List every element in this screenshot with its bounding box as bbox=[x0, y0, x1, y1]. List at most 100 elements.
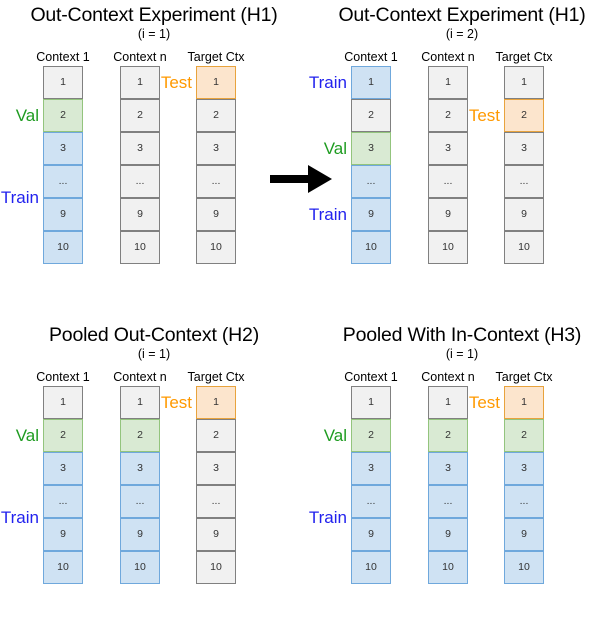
cell[interactable]: 3 bbox=[428, 452, 468, 485]
cell[interactable]: 2 bbox=[196, 99, 236, 132]
cell[interactable]: 1 bbox=[504, 66, 544, 99]
cell[interactable]: 1 bbox=[196, 66, 236, 99]
cell[interactable]: 10 bbox=[504, 551, 544, 584]
cell[interactable]: 2 bbox=[428, 419, 468, 452]
cell[interactable]: 1 bbox=[351, 386, 391, 419]
cell[interactable]: 10 bbox=[120, 231, 160, 264]
cell[interactable]: 10 bbox=[504, 231, 544, 264]
train-label: Train bbox=[308, 508, 347, 527]
cell[interactable]: 2 bbox=[196, 419, 236, 452]
cell[interactable]: ... bbox=[351, 485, 391, 518]
cell[interactable]: 9 bbox=[351, 518, 391, 551]
train-label: Train bbox=[0, 188, 39, 207]
test-label: Test bbox=[468, 392, 500, 412]
cell[interactable]: 10 bbox=[196, 551, 236, 584]
cell[interactable]: 9 bbox=[120, 518, 160, 551]
cell[interactable]: 9 bbox=[504, 198, 544, 231]
cell[interactable]: ... bbox=[120, 485, 160, 518]
cell[interactable]: ... bbox=[428, 485, 468, 518]
cell[interactable]: 2 bbox=[351, 419, 391, 452]
column-header: Target Ctx bbox=[495, 370, 553, 384]
cell[interactable]: 1 bbox=[428, 66, 468, 99]
cell[interactable]: 10 bbox=[120, 551, 160, 584]
cell[interactable]: 3 bbox=[43, 132, 83, 165]
cell[interactable]: ... bbox=[428, 165, 468, 198]
cell[interactable]: ... bbox=[504, 165, 544, 198]
cell[interactable]: 9 bbox=[351, 198, 391, 231]
cell[interactable]: ... bbox=[120, 165, 160, 198]
cell[interactable]: 3 bbox=[351, 452, 391, 485]
panel-subtitle: (i = 1) bbox=[137, 347, 171, 361]
cell[interactable]: 1 bbox=[351, 66, 391, 99]
cell[interactable]: 2 bbox=[120, 419, 160, 452]
cell[interactable]: 10 bbox=[351, 551, 391, 584]
cell[interactable]: 10 bbox=[428, 231, 468, 264]
cell[interactable]: ... bbox=[43, 485, 83, 518]
cell[interactable]: 1 bbox=[196, 386, 236, 419]
cell[interactable]: 2 bbox=[43, 419, 83, 452]
cell[interactable]: 10 bbox=[43, 551, 83, 584]
cell[interactable]: 9 bbox=[196, 518, 236, 551]
cell[interactable]: ... bbox=[504, 485, 544, 518]
cell[interactable]: 9 bbox=[428, 198, 468, 231]
cell[interactable]: 2 bbox=[504, 99, 544, 132]
cell[interactable]: 9 bbox=[120, 198, 160, 231]
panel-subtitle: (i = 1) bbox=[137, 27, 171, 41]
cell[interactable]: 1 bbox=[43, 66, 83, 99]
cell[interactable]: 1 bbox=[428, 386, 468, 419]
cell[interactable]: ... bbox=[196, 165, 236, 198]
test-label: Test bbox=[160, 72, 192, 92]
cell[interactable]: 3 bbox=[196, 132, 236, 165]
cell[interactable]: 3 bbox=[196, 452, 236, 485]
cell[interactable]: ... bbox=[351, 165, 391, 198]
panel-title: Out-Context Experiment (H1) bbox=[338, 4, 586, 26]
cell[interactable]: 9 bbox=[43, 198, 83, 231]
cell[interactable]: 10 bbox=[196, 231, 236, 264]
cell[interactable]: 3 bbox=[120, 132, 160, 165]
cell[interactable]: ... bbox=[43, 165, 83, 198]
cell[interactable]: 9 bbox=[43, 518, 83, 551]
cell[interactable]: 1 bbox=[504, 386, 544, 419]
cell[interactable]: 10 bbox=[43, 231, 83, 264]
train-label: Train bbox=[308, 72, 347, 92]
cell[interactable]: ... bbox=[196, 485, 236, 518]
cell[interactable]: 9 bbox=[428, 518, 468, 551]
cell[interactable]: 1 bbox=[120, 66, 160, 99]
cell[interactable]: 1 bbox=[43, 386, 83, 419]
panel-title: Out-Context Experiment (H1) bbox=[30, 4, 278, 26]
cell[interactable]: 2 bbox=[504, 419, 544, 452]
cell[interactable]: 2 bbox=[120, 99, 160, 132]
right-arrow-icon bbox=[268, 162, 334, 196]
cell[interactable]: 3 bbox=[351, 132, 391, 165]
cell[interactable]: 2 bbox=[43, 99, 83, 132]
cell[interactable]: 10 bbox=[351, 231, 391, 264]
cell[interactable]: 3 bbox=[120, 452, 160, 485]
cell[interactable]: 10 bbox=[428, 551, 468, 584]
column-header: Context n bbox=[421, 370, 475, 384]
panel-h1-i1: Out-Context Experiment (H1)(i = 1) Contex… bbox=[0, 0, 308, 320]
cell[interactable]: 9 bbox=[504, 518, 544, 551]
cell[interactable]: 2 bbox=[428, 99, 468, 132]
val-label: Val bbox=[15, 425, 39, 445]
cell[interactable]: 3 bbox=[504, 452, 544, 485]
column-header: Context 1 bbox=[36, 50, 90, 64]
cell[interactable]: 2 bbox=[351, 99, 391, 132]
panel-h3-i1: Pooled With In-Context (H3)(i = 1)Contex… bbox=[308, 320, 616, 640]
column-header: Target Ctx bbox=[495, 50, 553, 64]
cell[interactable]: 1 bbox=[120, 386, 160, 419]
test-label: Test bbox=[160, 392, 192, 412]
cell[interactable]: 3 bbox=[43, 452, 83, 485]
cell[interactable]: 3 bbox=[428, 132, 468, 165]
cell[interactable]: 9 bbox=[196, 198, 236, 231]
cell[interactable]: 3 bbox=[504, 132, 544, 165]
